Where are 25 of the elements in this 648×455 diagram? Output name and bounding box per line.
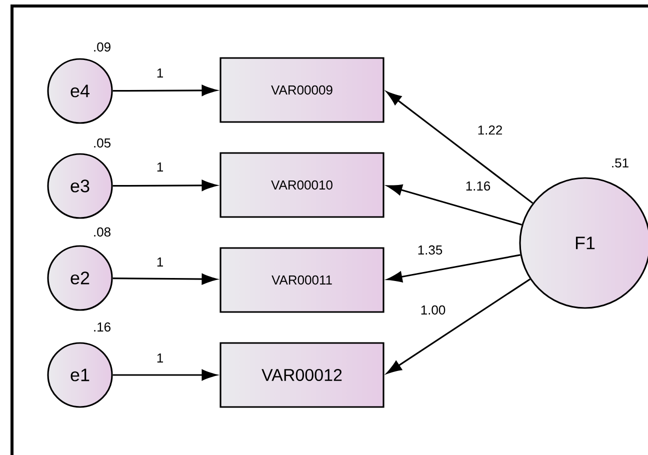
edge-label: 1: [155, 352, 165, 364]
variable-box: VAR00010: [220, 152, 384, 218]
arrow: [386, 278, 530, 374]
variance-label: .09: [94, 42, 110, 52]
edge-label: 1: [155, 68, 165, 78]
arrow: [112, 84, 217, 96]
edge-label: 1: [155, 162, 165, 172]
variance-label: .51: [612, 158, 628, 168]
variable-box: VAR00011: [220, 247, 384, 313]
edge-label: 1.16: [464, 180, 492, 192]
variable-box: VAR00012: [220, 342, 384, 408]
variance-label: .08: [94, 227, 110, 237]
arrow: [386, 91, 534, 204]
arrow: [112, 370, 217, 380]
edge-label: 1.35: [416, 244, 444, 256]
arrow: [112, 180, 217, 191]
edge-label: 1.00: [419, 304, 447, 316]
edge-label: 1.22: [476, 124, 504, 136]
arrow: [387, 254, 520, 282]
variance-label: .05: [94, 138, 110, 148]
variance-label: .16: [94, 322, 110, 332]
arrow: [387, 184, 522, 226]
arrow: [112, 274, 217, 285]
variable-box: VAR00009: [220, 57, 384, 123]
edge-label: 1: [155, 256, 165, 268]
